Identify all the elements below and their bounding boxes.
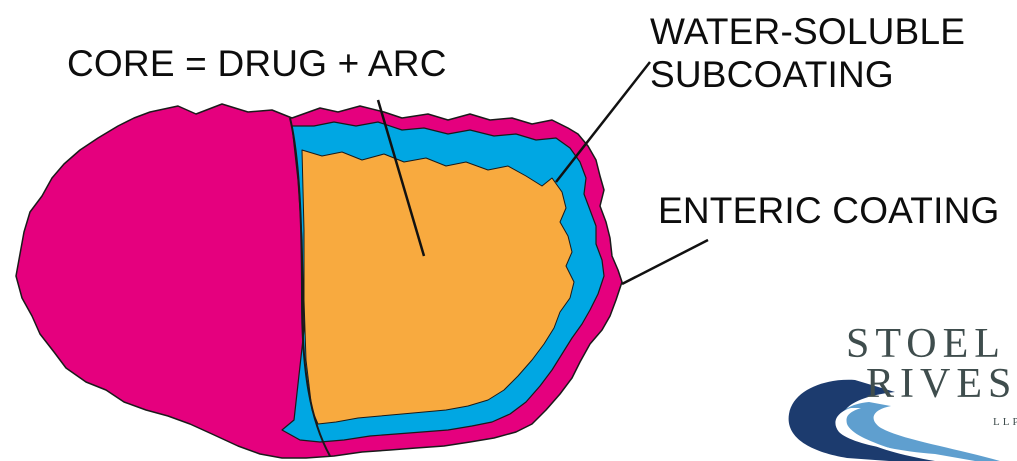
enteric-coating-label: ENTERIC COATING (658, 189, 1000, 232)
subcoating-leader-line (556, 62, 650, 182)
logo-word-llp: LLP (993, 416, 1017, 428)
enteric-leader-line (622, 240, 708, 284)
subcoating-label-line2: SUBCOATING (650, 53, 965, 96)
subcoating-label-line1: WATER-SOLUBLE (650, 10, 965, 53)
stoel-rives-logo: STOEL RIVES LLP (785, 318, 1017, 461)
core-label: CORE = DRUG + ARC (67, 42, 447, 85)
logo-word-rives: RIVES (866, 362, 1017, 406)
subcoating-label: WATER-SOLUBLE SUBCOATING (650, 10, 965, 96)
logo-word-stoel: STOEL (846, 322, 1006, 366)
